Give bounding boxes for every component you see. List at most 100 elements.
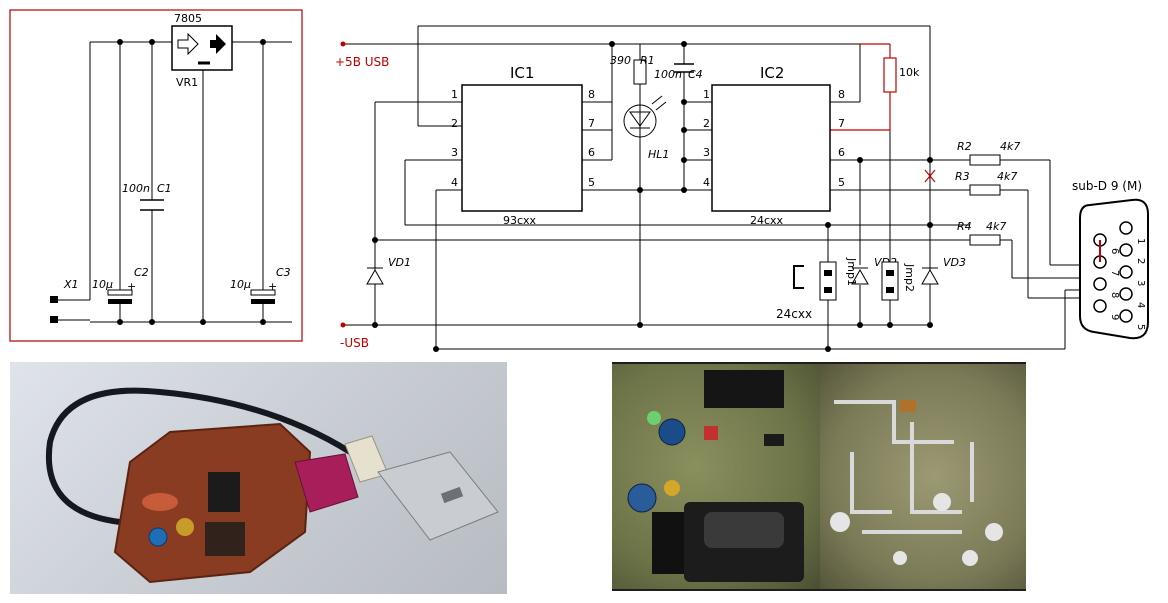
ic2-ref: IC2 (760, 64, 784, 82)
svg-text:1: 1 (1135, 238, 1146, 244)
usb-minus-label: -USB (340, 336, 369, 350)
power-block-frame (9, 9, 303, 342)
usb-minus-terminal (340, 322, 346, 328)
power-wires (58, 41, 292, 323)
svg-text:4: 4 (1135, 302, 1146, 308)
svg-text:8: 8 (588, 88, 595, 101)
jumper-black (764, 434, 784, 446)
svg-text:2: 2 (451, 117, 458, 130)
jumper-red (704, 426, 718, 440)
svg-text:7: 7 (588, 117, 595, 130)
ic2-part: 24cxx (750, 214, 784, 227)
photo-usb-programmer (10, 362, 507, 594)
jumper-jmp2 (881, 261, 899, 301)
chip-socket (205, 522, 245, 556)
resistor-r2 (969, 154, 1001, 166)
c4-ref: C4 (688, 68, 703, 81)
c2-value: 10µ (92, 278, 113, 291)
svg-text:8: 8 (838, 88, 845, 101)
resistor-10k-label: 10k (899, 66, 920, 79)
led-ref: HL1 (648, 148, 669, 161)
svg-text:8: 8 (1109, 292, 1120, 298)
r2-value: 4k7 (1000, 140, 1020, 153)
svg-text:2: 2 (1135, 258, 1146, 264)
capacitor-electrolytic-1 (658, 418, 686, 446)
r4-value: 4k7 (986, 220, 1006, 233)
x1-ref: X1 (63, 278, 79, 291)
led-light-arrows-icon (651, 95, 667, 111)
diode-vd3-icon (921, 267, 939, 285)
regulator-arrow-in-icon (177, 32, 199, 56)
usb-plus-terminal (340, 41, 346, 47)
capacitor-electrolytic-2 (627, 483, 657, 513)
jumper-bracket-icon (793, 265, 804, 289)
svg-text:6: 6 (838, 146, 845, 159)
svg-text:1: 1 (451, 88, 458, 101)
svg-text:+: + (268, 280, 277, 293)
regulator-label: 7805 (174, 12, 202, 25)
vd1-ref: VD1 (388, 256, 411, 269)
solder-pads (830, 493, 1003, 566)
pullup-wire-red (830, 43, 891, 132)
power-junctions (117, 39, 266, 325)
photo-com-programmer (612, 362, 1026, 591)
resistor-r3 (969, 184, 1001, 196)
r1-ref: R1 (640, 54, 655, 67)
main-wires (343, 25, 1100, 350)
solder-traces (834, 400, 974, 534)
resistor-10k (883, 57, 897, 93)
dip-socket (704, 370, 784, 408)
usb-plus-label: +5В USB (335, 55, 389, 69)
resistor-r1 (633, 59, 647, 85)
r4-ref: R4 (957, 220, 972, 233)
svg-text:1: 1 (703, 88, 710, 101)
ic1-ref: IC1 (510, 64, 534, 82)
svg-text:4: 4 (451, 176, 458, 189)
c1-value: 100n (122, 182, 150, 195)
capacitor-ceramic (142, 493, 178, 511)
jmp2-ref: Jmp2 (903, 263, 916, 292)
ic2-body (711, 84, 831, 212)
regulator-arrow-out-icon (210, 34, 226, 54)
svg-text:7: 7 (838, 117, 845, 130)
ic1-part: 93cxx (503, 214, 537, 227)
r3-ref: R3 (955, 170, 970, 183)
c4-value: 100n (654, 68, 682, 81)
svg-text:5: 5 (838, 176, 845, 189)
led-green (647, 411, 661, 425)
svg-text:7: 7 (1109, 270, 1120, 276)
connector-label: sub-D 9 (M) (1072, 179, 1142, 193)
chip-ic (208, 472, 240, 512)
regulator-ref: VR1 (176, 76, 198, 89)
svg-text:+: + (127, 280, 136, 293)
capacitor-yellow (664, 480, 680, 496)
ic1-body (461, 84, 583, 212)
r1-value: 390 (610, 54, 631, 67)
main-junctions (372, 41, 933, 352)
diode-vd1-icon (366, 267, 384, 285)
svg-text:4: 4 (703, 176, 710, 189)
jumper-jmp1 (819, 261, 837, 301)
jumper-note: 24cxx (776, 307, 812, 321)
smd-capacitor (900, 400, 916, 412)
capacitor-yellow (176, 518, 194, 536)
jmp1-ref: Jmp1 (845, 257, 858, 286)
svg-text:6: 6 (1109, 248, 1120, 254)
svg-text:3: 3 (703, 146, 710, 159)
c3-ref: C3 (276, 266, 291, 279)
svg-text:9: 9 (1109, 314, 1120, 320)
db9-pin-numbers: 1 2 3 4 5 6 7 8 9 (1109, 238, 1146, 330)
r3-value: 4k7 (997, 170, 1017, 183)
usb-plug-metal (377, 451, 499, 541)
svg-text:2: 2 (703, 117, 710, 130)
resistor-r4 (969, 234, 1001, 246)
c3-value: 10µ (230, 278, 251, 291)
svg-text:6: 6 (588, 146, 595, 159)
diode-vd2-icon (851, 267, 869, 285)
svg-text:3: 3 (451, 146, 458, 159)
c2-ref: C2 (134, 266, 149, 279)
svg-text:5: 5 (588, 176, 595, 189)
svg-text:5: 5 (1135, 324, 1146, 330)
vd3-ref: VD3 (943, 256, 966, 269)
db9-pins (1093, 221, 1133, 323)
